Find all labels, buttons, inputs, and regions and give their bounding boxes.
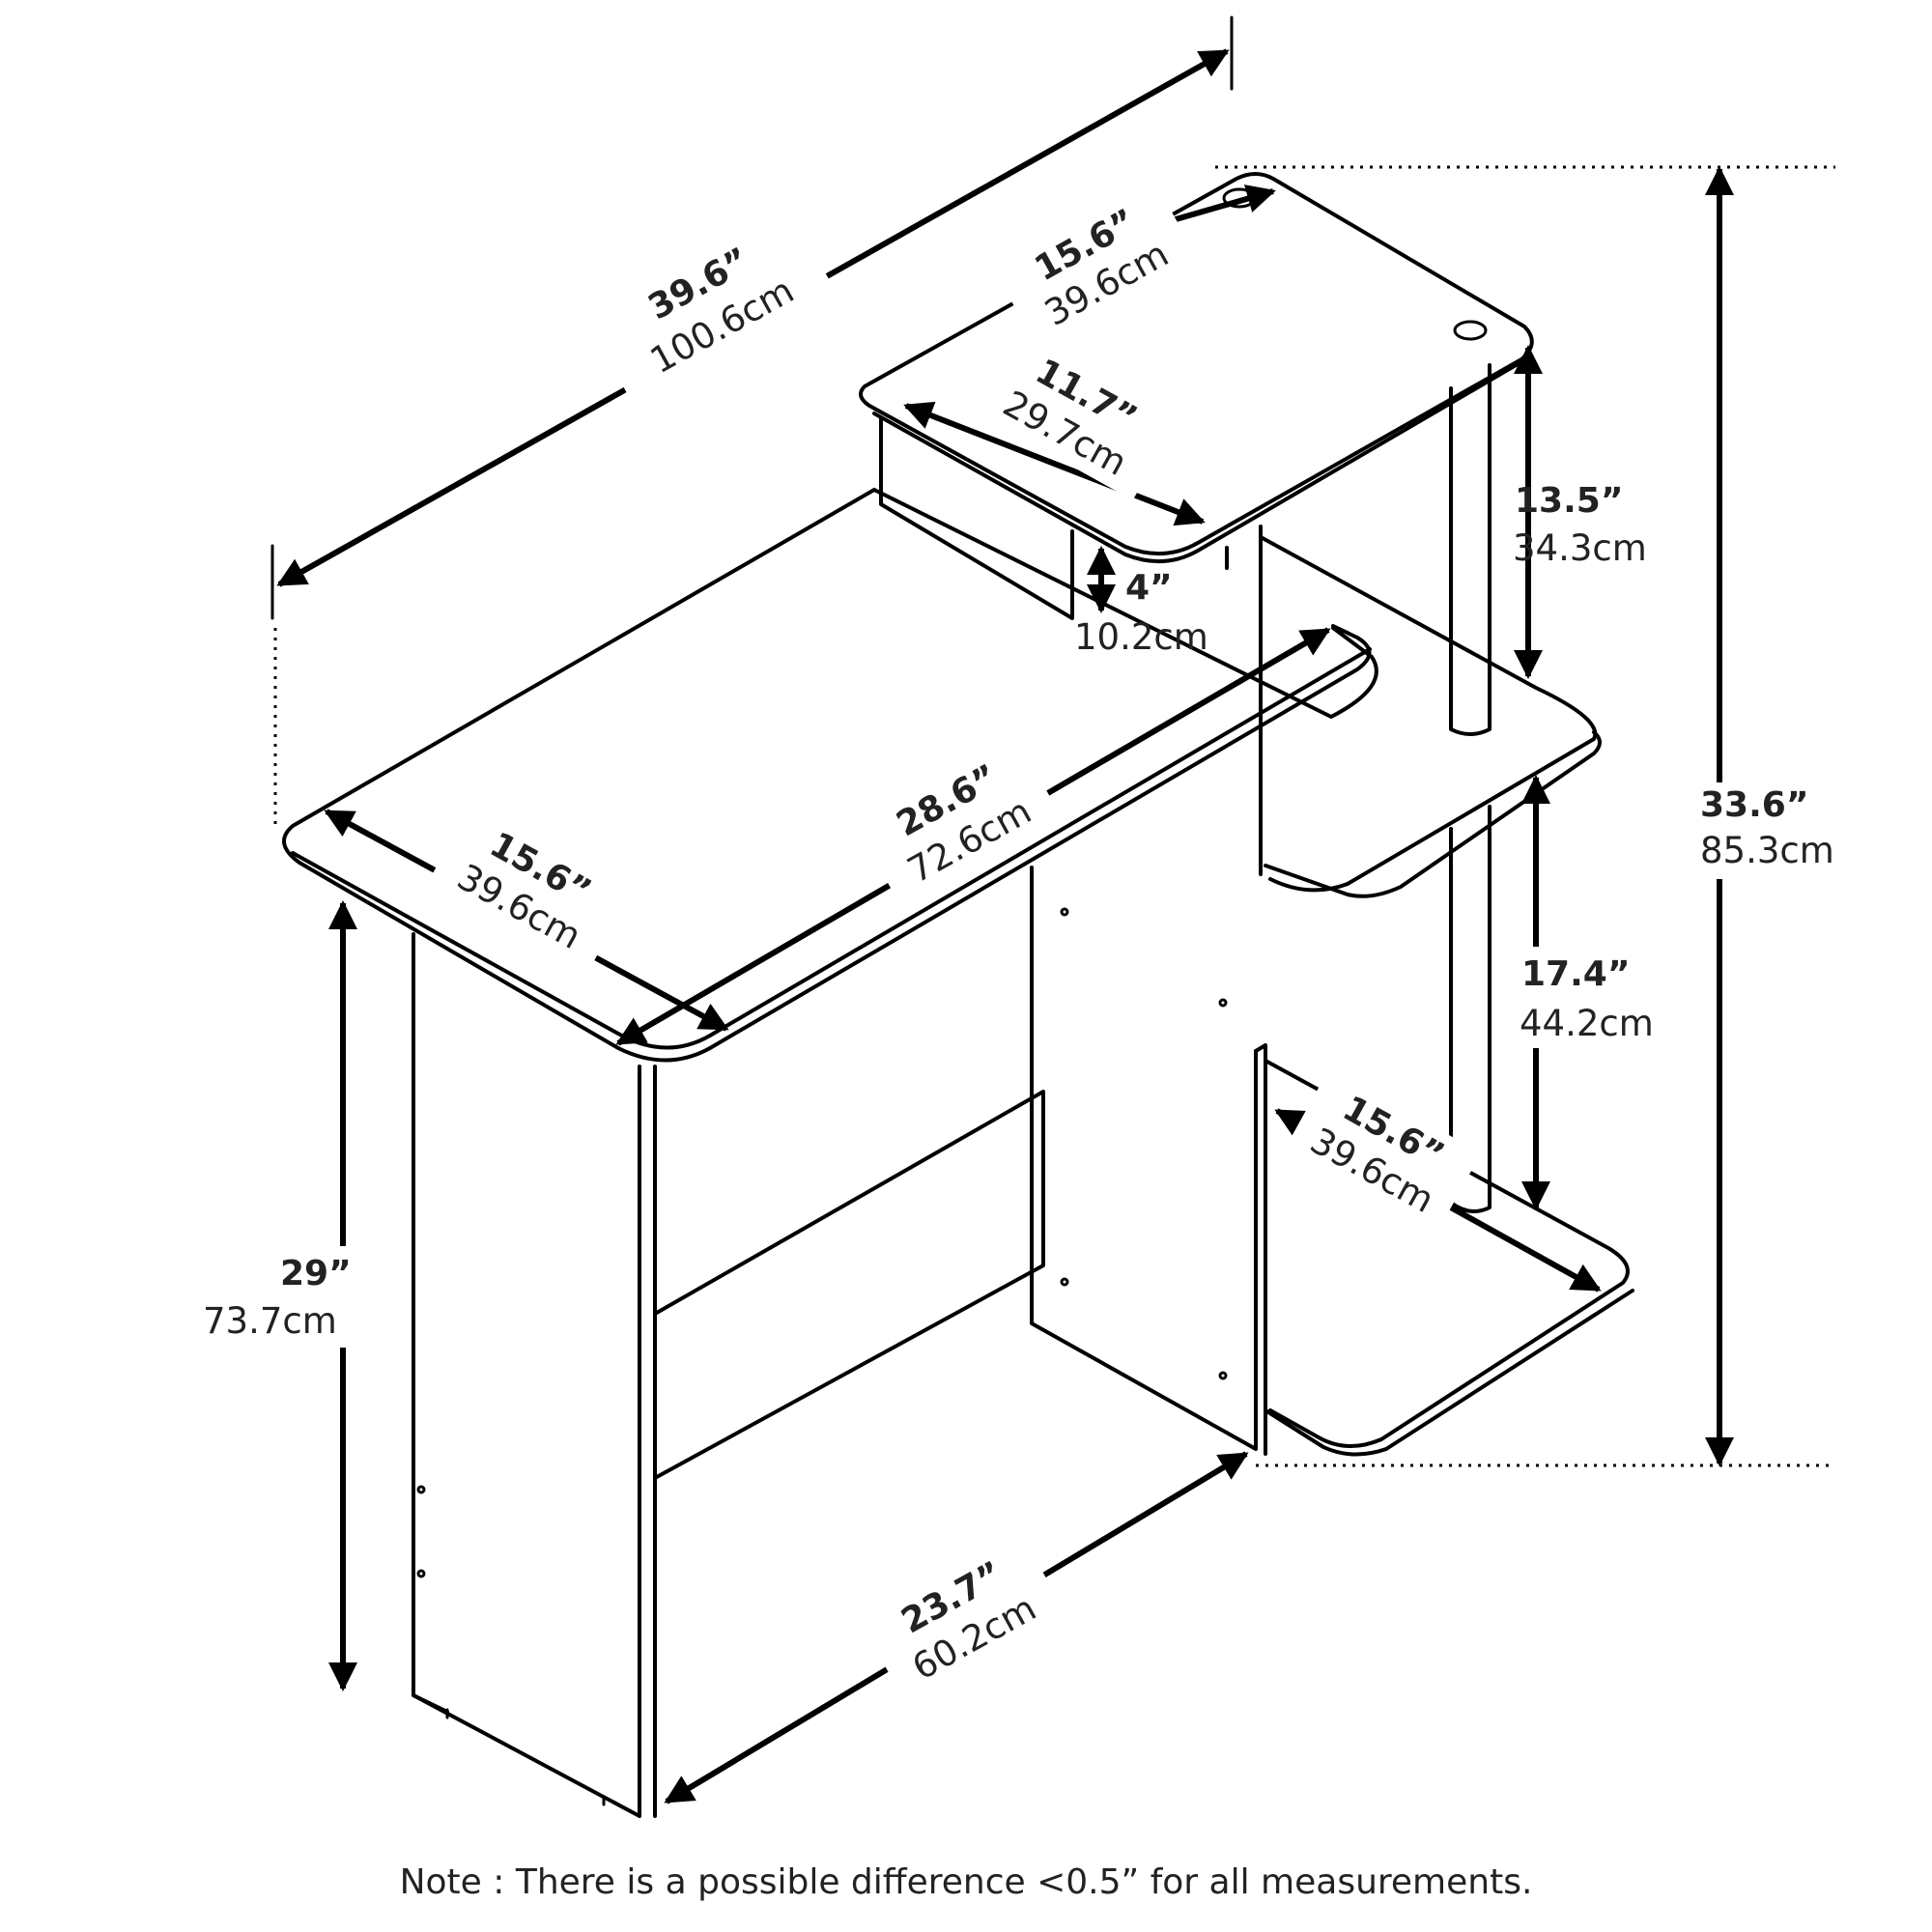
desk-height-cm-label: 73.7cm xyxy=(203,1300,337,1342)
top-shelf-depth-dimension-arrow xyxy=(903,401,1206,526)
riser-height-cm-label: 10.2cm xyxy=(1074,616,1208,658)
modesty-panel xyxy=(653,866,1258,1818)
measurement-note: Note : There is a possible difference <0… xyxy=(400,1862,1533,1902)
top-shelf-gap-in-label: 13.5” xyxy=(1515,481,1623,521)
shelf-gap-in-label: 17.4” xyxy=(1521,954,1630,994)
shelf-gap-cm-label: 44.2cm xyxy=(1520,1003,1654,1044)
bottom-shelf xyxy=(1264,1059,1630,1449)
support-pole-upper xyxy=(1449,363,1492,736)
middle-shelf xyxy=(1259,535,1598,893)
dimension-labels: 39.6” 100.6cm 15.6” 39.6cm 11.7” 29.7cm … xyxy=(198,177,1855,1706)
desktop xyxy=(282,488,1378,1063)
top-shelf xyxy=(859,172,1534,556)
riser-height-in-label: 4” xyxy=(1125,568,1173,608)
total-height-cm-label: 85.3cm xyxy=(1700,830,1834,871)
desk-height-in-label: 29” xyxy=(280,1254,352,1293)
left-side-panel xyxy=(412,932,641,1818)
total-height-in-label: 33.6” xyxy=(1700,785,1808,825)
top-shelf-gap-cm-label: 34.3cm xyxy=(1513,527,1647,569)
